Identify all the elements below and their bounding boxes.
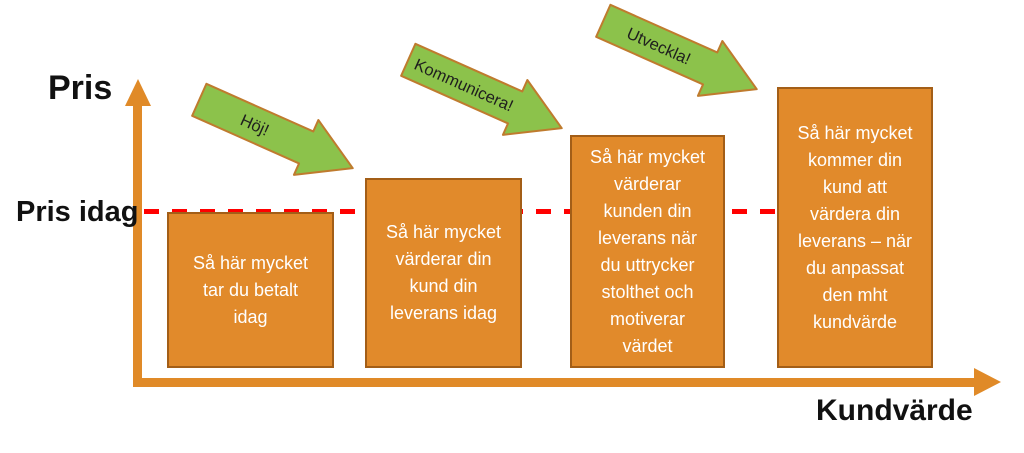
arrow-shape (191, 82, 354, 176)
value-bar-2: Så här mycket värderar din kund din leve… (365, 178, 522, 368)
arrow-shape (400, 42, 563, 136)
value-bar-1: Så här mycket tar du betalt idag (167, 212, 334, 368)
y-axis-arrowhead-icon (125, 79, 151, 106)
bar-text: Så här mycket kommer din kund att värder… (797, 122, 913, 332)
x-axis (133, 378, 976, 387)
y-axis (133, 100, 142, 383)
bar-text: Så här mycket värderar kunden din levera… (589, 146, 706, 356)
y-axis-label: Pris (48, 69, 113, 107)
x-axis-label: Kundvärde (816, 394, 973, 427)
arrow-utveckla: Utveckla! (595, 3, 758, 97)
reference-line-label: Pris idag (16, 196, 139, 228)
bar-text: Så här mycket värderar din kund din leve… (385, 222, 502, 323)
arrow-shape (595, 3, 758, 97)
x-axis-arrowhead-icon (974, 368, 1001, 396)
value-bar-4: Så här mycket kommer din kund att värder… (777, 87, 933, 368)
bar-text: Så här mycket tar du betalt idag (192, 252, 309, 327)
arrow-kommunicera: Kommunicera! (400, 42, 563, 136)
value-bar-3: Så här mycket värderar kunden din levera… (570, 135, 725, 368)
arrow-hoj: Höj! (191, 82, 354, 176)
